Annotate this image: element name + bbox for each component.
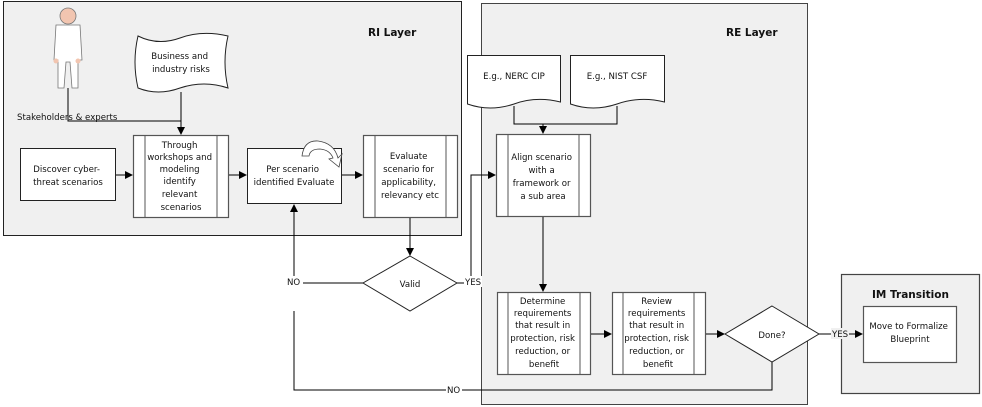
discover-scenarios-box[interactable] — [20, 148, 116, 201]
business-risks-document — [134, 32, 229, 93]
formalize-blueprint-box[interactable] — [862, 305, 958, 364]
valid-no-label: NO — [287, 278, 300, 288]
done-decision-label: Done? — [758, 331, 785, 341]
actor-to-workshops-edge — [67, 88, 181, 122]
discover-scenarios-label: Discover cyber- threat scenarios — [33, 165, 103, 188]
workshops-process-box[interactable] — [132, 134, 230, 219]
evaluate-scenario-box[interactable] — [362, 134, 459, 219]
done-no-edge — [293, 311, 773, 391]
re-layer-title: RE Layer — [726, 27, 778, 39]
nist-csf-document — [570, 55, 665, 109]
actor-label: Stakeholders & experts — [17, 113, 118, 123]
review-requirements-box[interactable] — [611, 291, 707, 376]
formalize-blueprint-label: Move to Formalize Blueprint — [869, 322, 950, 345]
stakeholder-actor-icon — [53, 7, 83, 89]
nerc-cip-document — [467, 55, 561, 109]
valid-decision-label: Valid — [400, 280, 421, 290]
review-requirements-label: Review requirements that result in prote… — [624, 297, 691, 370]
done-yes-label: YES — [831, 330, 848, 340]
evaluate-scenario-label: Evaluate scenario for applicability, rel… — [381, 152, 439, 201]
determine-requirements-box[interactable] — [496, 291, 592, 376]
align-scenario-label: Align scenario with a framework or a sub… — [511, 153, 574, 202]
valid-decision[interactable] — [362, 255, 458, 312]
determine-requirements-label: Determine requirements that result in pr… — [510, 297, 577, 370]
loop-arrow-icon — [301, 140, 343, 168]
ri-layer-title: RI Layer — [368, 27, 417, 39]
done-no-label: NO — [447, 386, 460, 396]
workshops-process-label: Through workshops and modeling identify … — [147, 141, 215, 213]
docs-to-align-edge — [513, 106, 618, 133]
im-transition-title: IM Transition — [872, 289, 949, 301]
nerc-cip-label: E.g., NERC CIP — [483, 72, 545, 82]
business-risks-label: Business and industry risks — [151, 52, 211, 75]
align-scenario-box[interactable] — [495, 133, 592, 218]
valid-yes-label: YES — [464, 278, 481, 288]
per-scenario-evaluate-label: Per scenario identified Evaluate — [254, 165, 335, 188]
nist-csf-label: E.g., NIST CSF — [587, 72, 648, 82]
per-scenario-evaluate-box[interactable] — [247, 148, 342, 204]
